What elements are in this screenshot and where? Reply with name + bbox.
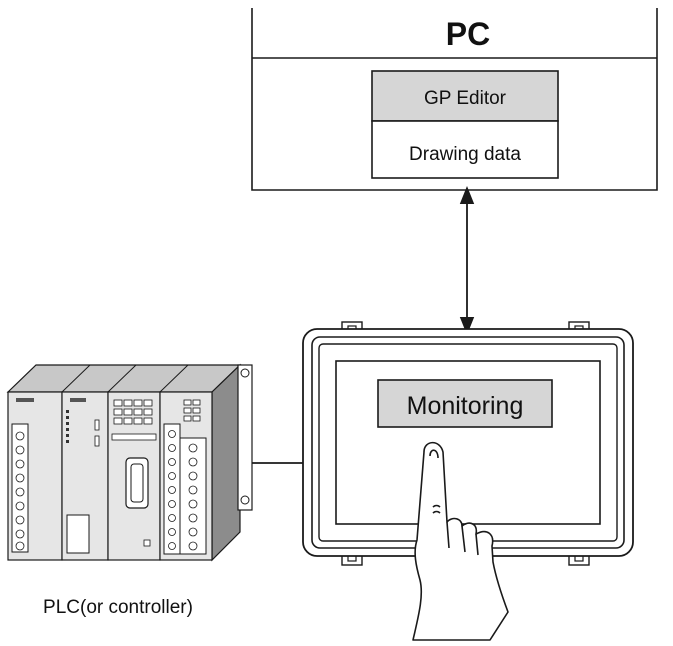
gp-editor-box: GP Editor Drawing data — [371, 70, 559, 179]
monitoring-button — [377, 379, 553, 428]
hand-illustration — [412, 441, 509, 641]
pc-title: PC — [446, 16, 490, 52]
plc-illustration — [6, 363, 253, 562]
monitoring-label: Monitoring — [407, 392, 524, 420]
drawing-data-label: Drawing data — [409, 144, 521, 165]
pc-box: PC GP Editor Drawing data — [251, 8, 658, 191]
plc-caption: PLC(or controller) — [43, 597, 193, 618]
gp-editor-label: GP Editor — [424, 88, 507, 109]
touch-panel: Monitoring — [302, 321, 634, 566]
